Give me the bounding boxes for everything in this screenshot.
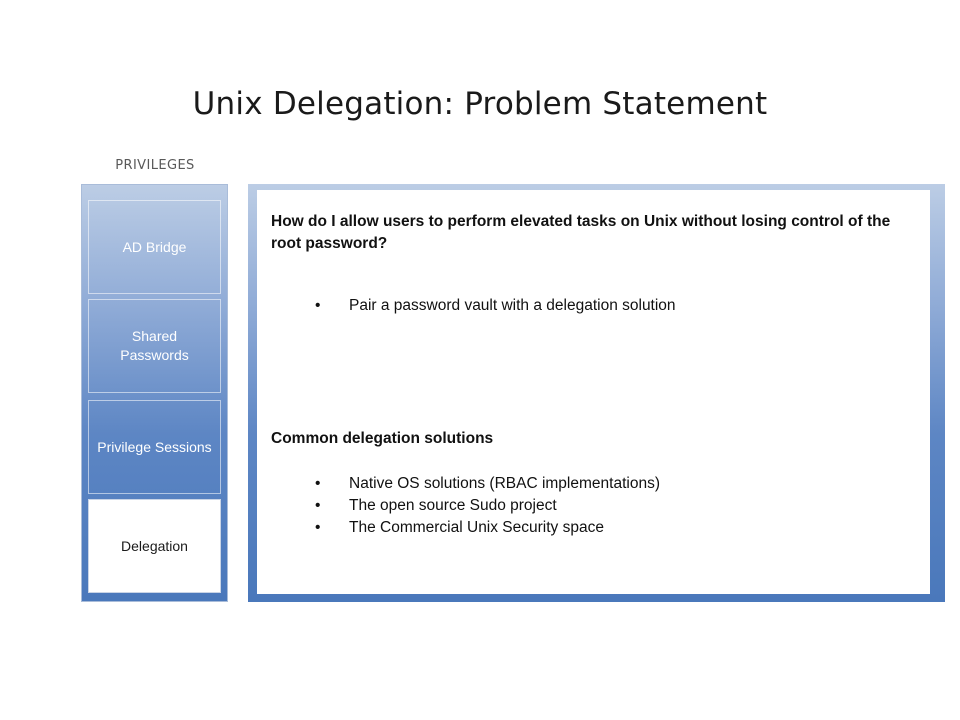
bullet-glyph: • [315,519,321,536]
sidebar-item-privilege-sessions[interactable]: Privilege Sessions [88,400,221,494]
solutions-heading: Common delegation solutions [271,430,494,447]
content-panel: How do I allow users to perform elevated… [257,190,930,594]
list-item: • The open source Sudo project [315,495,557,517]
list-item: • Pair a password vault with a delegation… [315,295,676,317]
privileges-sidebar: AD Bridge Shared Passwords Privilege Ses… [81,184,228,602]
bullet-text: Pair a password vault with a delegation … [349,297,676,314]
sidebar-item-shared-passwords[interactable]: Shared Passwords [88,299,221,393]
section-label: PRIVILEGES [115,158,195,173]
bullet-glyph: • [315,475,321,492]
content-frame: How do I allow users to perform elevated… [248,184,945,602]
sidebar-item-delegation[interactable]: Delegation [88,499,221,593]
problem-question: How do I allow users to perform elevated… [271,213,891,252]
bullet-text: Native OS solutions (RBAC implementation… [349,475,660,492]
bullet-glyph: • [315,497,321,514]
list-item: • The Commercial Unix Security space [315,517,604,539]
sidebar-item-ad-bridge[interactable]: AD Bridge [88,200,221,294]
bullet-text: The open source Sudo project [349,497,557,514]
bullet-glyph: • [315,297,321,314]
slide-title: Unix Delegation: Problem Statement [192,86,768,122]
list-item: • Native OS solutions (RBAC implementatio… [315,473,660,495]
bullet-text: The Commercial Unix Security space [349,519,604,536]
